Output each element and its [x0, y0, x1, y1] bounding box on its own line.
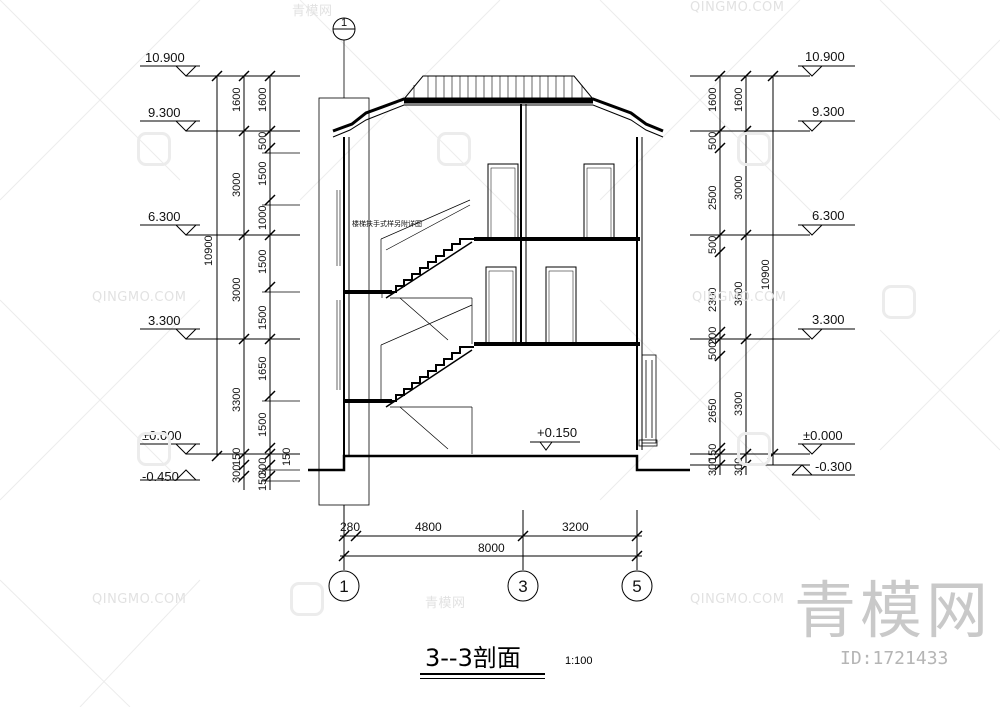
- dim-text: 150: [707, 444, 719, 462]
- dim-text: 500: [707, 132, 719, 150]
- elev-label: -0.450: [142, 469, 179, 484]
- dim-text: 1500: [257, 162, 269, 186]
- dim-text: 1500: [257, 306, 269, 330]
- dim-text: 3200: [562, 520, 589, 534]
- bottom-dimension-text: 280 4800 3200 8000: [340, 520, 589, 555]
- stair-note: 楼梯扶手式样另附详图: [352, 219, 422, 228]
- elev-label: ±0.000: [803, 428, 843, 443]
- dim-text: 1000: [257, 206, 269, 230]
- drawing-title: 3--3剖面: [425, 644, 521, 672]
- right-elevation-labels: 10.900 9.300 6.300 3.300 ±0.000 -0.300: [803, 49, 852, 474]
- brand-watermark: 青模网: [794, 574, 993, 647]
- dim-text: 2300: [707, 288, 719, 312]
- dim-text: 150: [281, 448, 293, 466]
- dim-text: 3000: [231, 278, 243, 302]
- elev-label: 3.300: [812, 312, 845, 327]
- elev-label: ±0.000: [142, 428, 182, 443]
- axis-bubbles-bottom: 1 3 5: [328, 570, 653, 602]
- left-dimension-lines: [211, 70, 300, 490]
- watermark-logo-icon: [737, 132, 771, 166]
- drawing-id: ID:1721433: [840, 648, 949, 669]
- elev-label: 9.300: [812, 104, 845, 119]
- watermark-text: QINGMO.COM: [692, 290, 787, 305]
- watermark-logo-icon: [882, 285, 916, 319]
- watermark-text: 青模网: [425, 596, 466, 611]
- dim-text: 2650: [707, 399, 719, 423]
- dim-text: 1650: [257, 357, 269, 381]
- dim-text: 4800: [415, 520, 442, 534]
- dim-text: 300: [231, 465, 243, 483]
- dim-text: 8000: [478, 541, 505, 555]
- dim-text: 1600: [707, 88, 719, 112]
- dim-text: 500: [707, 236, 719, 254]
- right-dimension-lines: [714, 70, 779, 475]
- watermark-text: QINGMO.COM: [690, 592, 785, 607]
- axis-bubble-top: 1: [332, 17, 356, 98]
- watermark-logo-icon: [290, 582, 324, 616]
- watermark-logo-icon: [737, 432, 771, 466]
- dim-text: 10900: [203, 235, 215, 266]
- title-underline: [420, 673, 545, 675]
- watermark-text: QINGMO.COM: [690, 0, 785, 15]
- dim-text: 3300: [733, 392, 745, 416]
- dim-text: 3600: [733, 282, 745, 306]
- watermark-text: QINGMO.COM: [92, 290, 187, 305]
- right-dimension-text: 1600 500 2500 500 2300 200 500 2650 150 …: [707, 88, 772, 476]
- floor-level-mark: +0.150: [537, 425, 577, 440]
- dim-text: 300: [707, 458, 719, 476]
- elev-label: 6.300: [148, 209, 181, 224]
- watermark-text: QINGMO.COM: [92, 592, 187, 607]
- dim-text: 280: [340, 520, 360, 534]
- dim-text: 1600: [257, 88, 269, 112]
- dim-text: 3000: [733, 176, 745, 200]
- dim-text: 1600: [231, 88, 243, 112]
- watermark-logo-icon: [137, 432, 171, 466]
- watermark-text: 青模网: [292, 4, 333, 19]
- elev-label: 10.900: [805, 49, 845, 64]
- left-dimension-text: 10900 1600 3000 3000 3300 150 300 1600 5…: [203, 88, 293, 491]
- dim-text: 1600: [733, 88, 745, 112]
- dim-text: 1500: [257, 250, 269, 274]
- dim-text: 2500: [707, 186, 719, 210]
- title-underline: [420, 678, 545, 679]
- dim-text: 500: [257, 132, 269, 150]
- dim-text: 150: [231, 448, 243, 466]
- dim-text: 300: [257, 458, 269, 476]
- axis-label: 1: [341, 17, 347, 29]
- elev-label: 10.900: [145, 50, 185, 65]
- drawing-scale: 1:100: [565, 655, 593, 667]
- dim-text: 3300: [231, 388, 243, 412]
- dim-text: 150: [257, 473, 269, 491]
- dim-text: 3000: [231, 173, 243, 197]
- axis-label: 1: [339, 577, 348, 596]
- axis-label: 3: [518, 577, 527, 596]
- left-elevation-labels: 10.900 9.300 6.300 3.300 ±0.000 -0.450: [142, 50, 185, 484]
- left-elevation-markers: [140, 65, 300, 481]
- watermark-logo-icon: [437, 132, 471, 166]
- dim-text: 10900: [760, 259, 772, 290]
- elev-label: 3.300: [148, 313, 181, 328]
- dim-text: 500: [707, 342, 719, 360]
- elev-label: 6.300: [812, 208, 845, 223]
- watermark-logo-icon: [137, 132, 171, 166]
- dim-text: 1500: [257, 413, 269, 437]
- building-section: [308, 75, 690, 506]
- elev-label: -0.300: [815, 459, 852, 474]
- bottom-dimension-lines: [338, 505, 643, 570]
- axis-label: 5: [632, 577, 641, 596]
- elev-label: 9.300: [148, 105, 181, 120]
- dim-text: 200: [707, 327, 719, 345]
